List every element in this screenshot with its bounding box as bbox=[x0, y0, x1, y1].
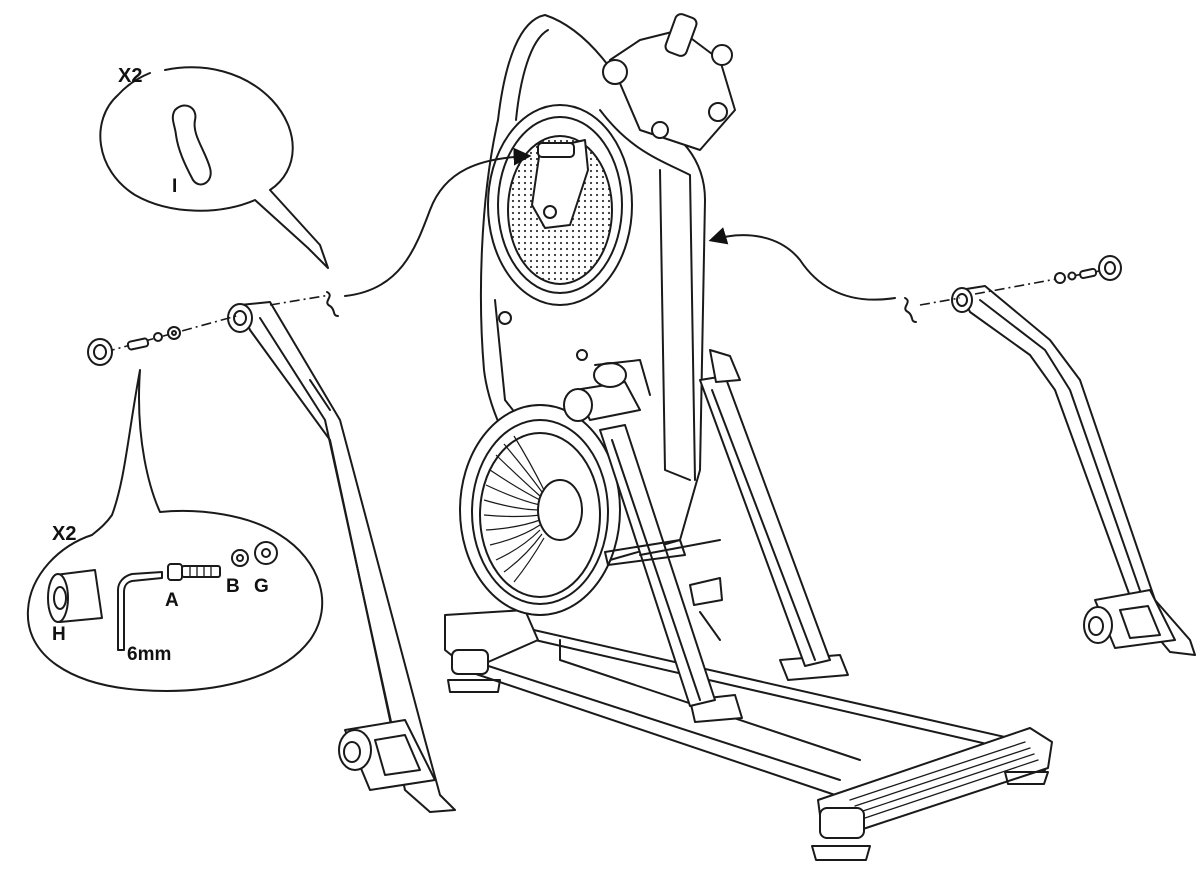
clip-i-icon bbox=[171, 104, 212, 186]
bolt-part-a bbox=[126, 337, 150, 351]
label-washer-g: G bbox=[254, 576, 269, 597]
right-hardware-row bbox=[904, 255, 1122, 323]
label-cap-h: H bbox=[52, 624, 66, 645]
left-handlebar-arm bbox=[227, 301, 456, 813]
washer-g-icon bbox=[254, 541, 278, 565]
right-insertion-arrow bbox=[708, 227, 896, 301]
callout-bottom-quantity: X2 bbox=[52, 523, 76, 545]
cap-part-h bbox=[87, 338, 113, 366]
washer-part-b bbox=[153, 332, 163, 342]
allen-wrench-icon bbox=[117, 571, 163, 651]
clip-part-i-right bbox=[904, 297, 917, 323]
callout-clip-detail: X2 I bbox=[99, 65, 329, 269]
callout-top-quantity: X2 bbox=[118, 65, 142, 87]
label-bolt-a: A bbox=[165, 590, 179, 611]
left-insertion-arrow bbox=[344, 147, 532, 297]
label-wrench-size: 6mm bbox=[127, 644, 171, 665]
bolt-a-icon bbox=[167, 563, 221, 581]
callout-hardware-detail: X2 H A B G 6mm bbox=[26, 369, 324, 692]
left-hardware-row bbox=[87, 291, 339, 366]
washer-b-icon bbox=[231, 549, 249, 567]
callout-top-part-label: I bbox=[172, 176, 177, 197]
right-handlebar-arm bbox=[951, 285, 1196, 656]
washer-part-g bbox=[167, 326, 181, 340]
machine-frame bbox=[444, 13, 1053, 861]
clip-part-i bbox=[326, 291, 339, 317]
label-washer-b: B bbox=[226, 576, 240, 597]
